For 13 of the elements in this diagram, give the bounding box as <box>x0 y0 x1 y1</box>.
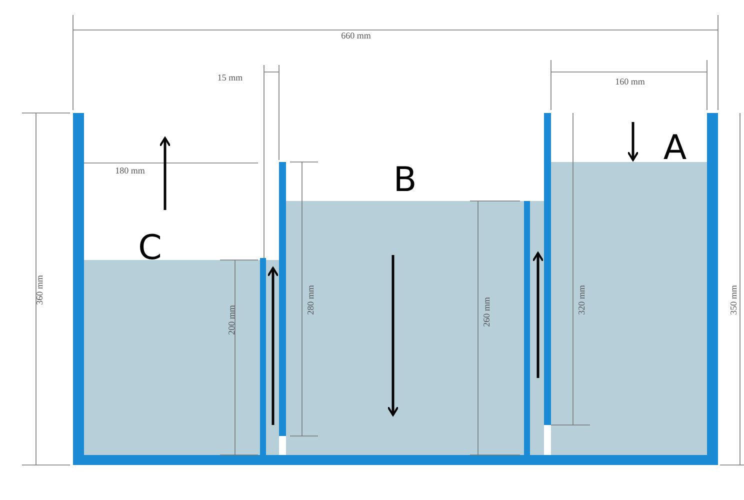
dimension-label: 160 mm <box>615 78 645 86</box>
section-letter: A <box>663 131 687 165</box>
dimension-label: 360 mm <box>36 275 44 305</box>
section-letter: C <box>138 231 162 265</box>
dimension-label: 260 mm <box>482 297 492 327</box>
dimension-label: 320 mm <box>578 285 586 315</box>
dimension-label: 15 mm <box>217 74 243 82</box>
dimension-label: 350 mm <box>730 285 738 315</box>
dimension-label: 280 mm <box>306 285 316 315</box>
dimension-label: 200 mm <box>228 305 236 335</box>
dimension-label: 660 mm <box>341 32 371 40</box>
dimension-label: 180 mm <box>115 166 145 176</box>
section-letter: B <box>393 163 417 197</box>
